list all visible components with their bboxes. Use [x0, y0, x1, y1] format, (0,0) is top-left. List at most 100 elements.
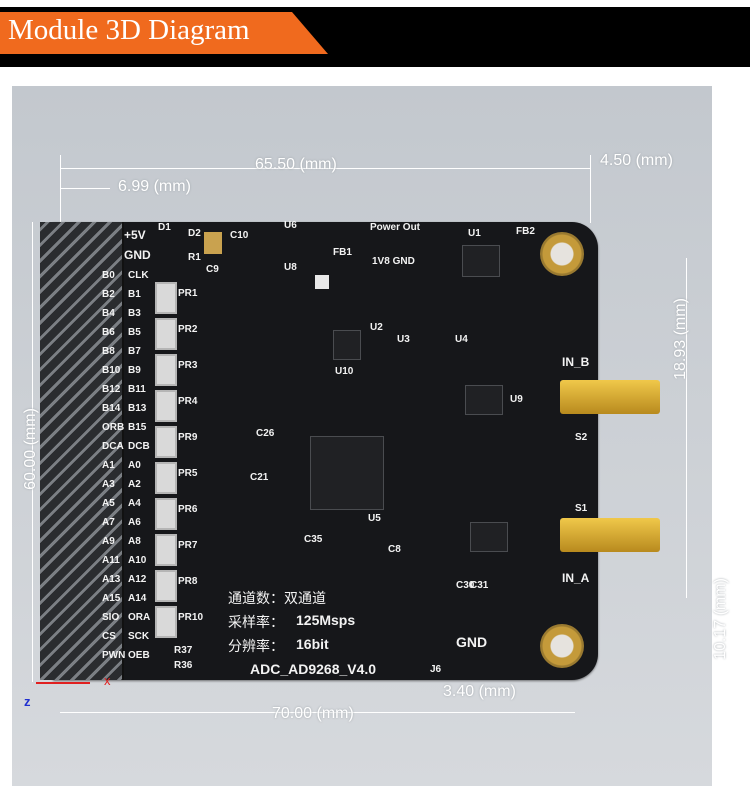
- label-5v: +5V: [124, 228, 146, 242]
- label-power-out: Power Out: [370, 222, 421, 233]
- pin-label-left: B8: [102, 346, 115, 357]
- label-u3: U3: [397, 334, 410, 345]
- label-pr2: PR2: [178, 324, 198, 335]
- pin-label-left: B10: [102, 365, 121, 376]
- label-in-a: IN_A: [562, 571, 590, 585]
- pin-label-left: B12: [102, 384, 121, 395]
- pin-label-left: A15: [102, 593, 121, 604]
- label-gnd-top: GND: [124, 248, 151, 262]
- dim-line-bottom: [60, 712, 575, 713]
- dim-hole-offset: 4.50 (mm): [600, 152, 673, 169]
- pin-label-right: A12: [128, 574, 147, 585]
- label-u5: U5: [368, 513, 381, 524]
- chip-u7: [470, 522, 508, 552]
- pin-label-left: CS: [102, 631, 116, 642]
- label-c9: C9: [206, 264, 219, 275]
- label-pr1: PR1: [178, 288, 198, 299]
- dim-sma-spacing: 18.93 (mm): [671, 298, 689, 380]
- label-c8: C8: [388, 544, 401, 555]
- label-u1: U1: [468, 228, 481, 239]
- cap-c9: [204, 232, 222, 254]
- label-u6: U6: [284, 220, 297, 231]
- label-pr6: PR6: [178, 504, 198, 515]
- rpack-2: [155, 318, 177, 350]
- label-r36: R36: [174, 660, 193, 671]
- chip-u9: [465, 385, 503, 415]
- pin-label-right: B9: [128, 365, 141, 376]
- dim-tick-right: [590, 155, 591, 223]
- pin-label-right: A0: [128, 460, 141, 471]
- label-d1: D1: [158, 222, 171, 233]
- page-title: Module 3D Diagram: [8, 14, 250, 46]
- label-c21: C21: [250, 472, 269, 483]
- label-c10: C10: [230, 230, 249, 241]
- pin-label-right: A10: [128, 555, 147, 566]
- pin-label-right: B3: [128, 308, 141, 319]
- z-axis-label: z: [24, 694, 31, 709]
- pin-label-left: A11: [102, 555, 120, 566]
- dim-line-header: [60, 188, 110, 189]
- dim-height-total: 60.00 (mm): [21, 408, 39, 490]
- label-pr4: PR4: [178, 396, 198, 407]
- x-axis-arrow: [36, 682, 90, 684]
- pin-label-left: A9: [102, 536, 115, 547]
- label-s2: S2: [575, 432, 588, 443]
- pin-label-right: B11: [128, 384, 146, 395]
- label-c31: C31: [470, 580, 489, 591]
- mount-hole-bottom: [540, 624, 584, 668]
- dim-header-offset: 6.99 (mm): [118, 178, 191, 195]
- label-model: ADC_AD9268_V4.0: [250, 661, 377, 677]
- label-j6: J6: [430, 664, 442, 675]
- label-c30: C30: [456, 580, 475, 591]
- value-sample-rate: 125Msps: [296, 612, 356, 628]
- dim-tick-left: [60, 155, 61, 223]
- label-u10: U10: [335, 366, 354, 377]
- chip-u5: [310, 436, 384, 510]
- pin-label-right: CLK: [128, 270, 149, 281]
- rpack-6: [155, 498, 177, 530]
- pin-label-right: A6: [128, 517, 141, 528]
- label-connector-gnd: GND: [456, 634, 488, 650]
- rpack-5: [155, 462, 177, 494]
- dim-width-board: 70.00 (mm): [272, 705, 354, 722]
- dim-line-top: [60, 168, 590, 169]
- label-u9: U9: [510, 394, 523, 405]
- pin-label-right: SCK: [128, 631, 150, 642]
- pin-label-left: ORB: [102, 422, 125, 433]
- rpack-7: [155, 534, 177, 566]
- label-fb2: FB2: [516, 226, 535, 237]
- rpack-10: [155, 606, 177, 638]
- chip-u10: [333, 330, 361, 360]
- label-pr10: PR10: [178, 612, 204, 623]
- label-pr7: PR7: [178, 540, 198, 551]
- label-pr5: PR5: [178, 468, 198, 479]
- pin-header: [40, 222, 124, 680]
- label-sample-rate: 采样率：: [228, 614, 284, 630]
- label-u2: U2: [370, 322, 383, 333]
- label-u4: U4: [455, 334, 468, 345]
- pin-label-left: PWN: [102, 650, 126, 661]
- pin-label-right: B13: [128, 403, 147, 414]
- label-channels: 通道数：双通道: [228, 590, 326, 606]
- label-pr3: PR3: [178, 360, 198, 371]
- pin-label-left: A3: [102, 479, 115, 490]
- rpack-4: [155, 390, 177, 422]
- pin-label-left: B14: [102, 403, 121, 414]
- pin-label-right: DCB: [128, 441, 150, 452]
- rpack-8: [155, 570, 177, 602]
- pin-label-left: SIO: [102, 612, 120, 623]
- rpack-1: [155, 282, 177, 314]
- pin-label-right: A8: [128, 536, 141, 547]
- pin-label-right: A2: [128, 479, 141, 490]
- pin-label-left: B0: [102, 270, 115, 281]
- pin-label-left: B2: [102, 289, 115, 300]
- chip-u1: [462, 245, 500, 277]
- label-s1: S1: [575, 503, 588, 514]
- pin-label-left: B4: [102, 308, 115, 319]
- pin-label-right: ORA: [128, 612, 151, 623]
- pin-label-right: B5: [128, 327, 141, 338]
- dim-line-right: [686, 258, 687, 598]
- dim-line-left: [32, 222, 33, 682]
- pin-label-left: A13: [102, 574, 121, 585]
- pin-label-left: A7: [102, 517, 115, 528]
